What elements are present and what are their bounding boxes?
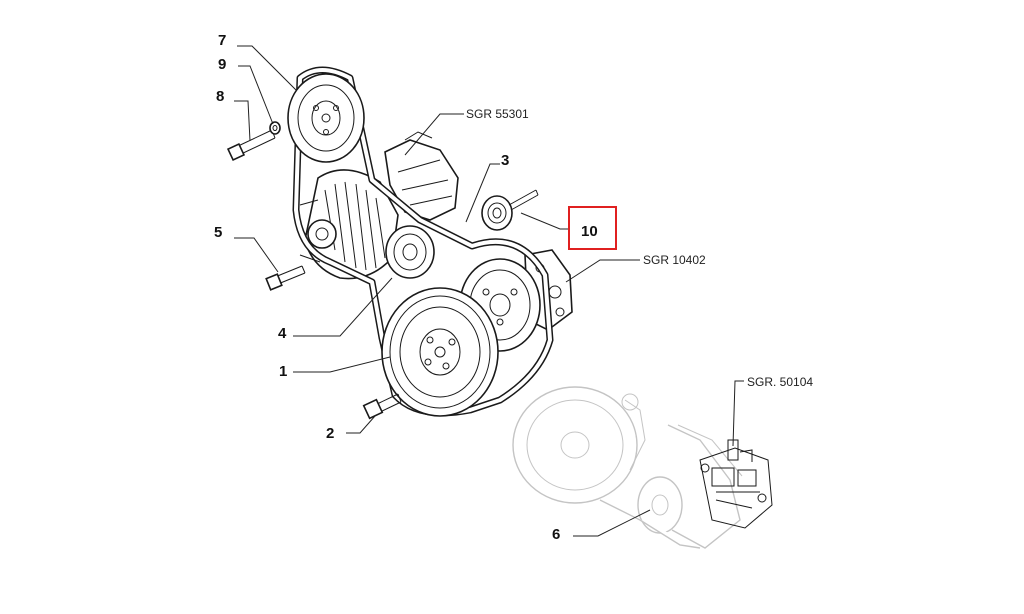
callout-9: 9	[218, 56, 226, 73]
callout-10: 10	[581, 223, 598, 240]
callout-3: 3	[501, 152, 509, 169]
ref-sgr-50104: SGR. 50104	[747, 375, 813, 389]
drive-belt	[292, 66, 554, 417]
bolt-8	[226, 129, 276, 162]
washer-9	[269, 121, 281, 135]
alternator	[299, 169, 399, 280]
compressor	[699, 439, 773, 529]
callout-6: 6	[552, 526, 560, 543]
upper-idler-pulley	[287, 73, 365, 163]
crankshaft-pulley	[381, 287, 499, 417]
highlight-box-10	[568, 206, 617, 250]
bolt-5	[265, 265, 306, 291]
bolt-2	[362, 393, 402, 420]
faded-lower-assembly	[512, 386, 743, 549]
callout-4: 4	[278, 325, 287, 342]
tensioner-assembly	[384, 131, 459, 221]
callout-2: 2	[326, 425, 334, 442]
ref-sgr-10402: SGR 10402	[643, 253, 706, 267]
idler-pulley-10	[481, 189, 539, 231]
callout-5: 5	[214, 224, 222, 241]
leader-lines	[234, 45, 744, 537]
tensioner-pulley	[385, 225, 435, 279]
callout-8: 8	[216, 88, 224, 105]
callout-1: 1	[279, 363, 287, 380]
callout-7: 7	[218, 32, 226, 49]
ref-sgr-55301: SGR 55301	[466, 107, 529, 121]
